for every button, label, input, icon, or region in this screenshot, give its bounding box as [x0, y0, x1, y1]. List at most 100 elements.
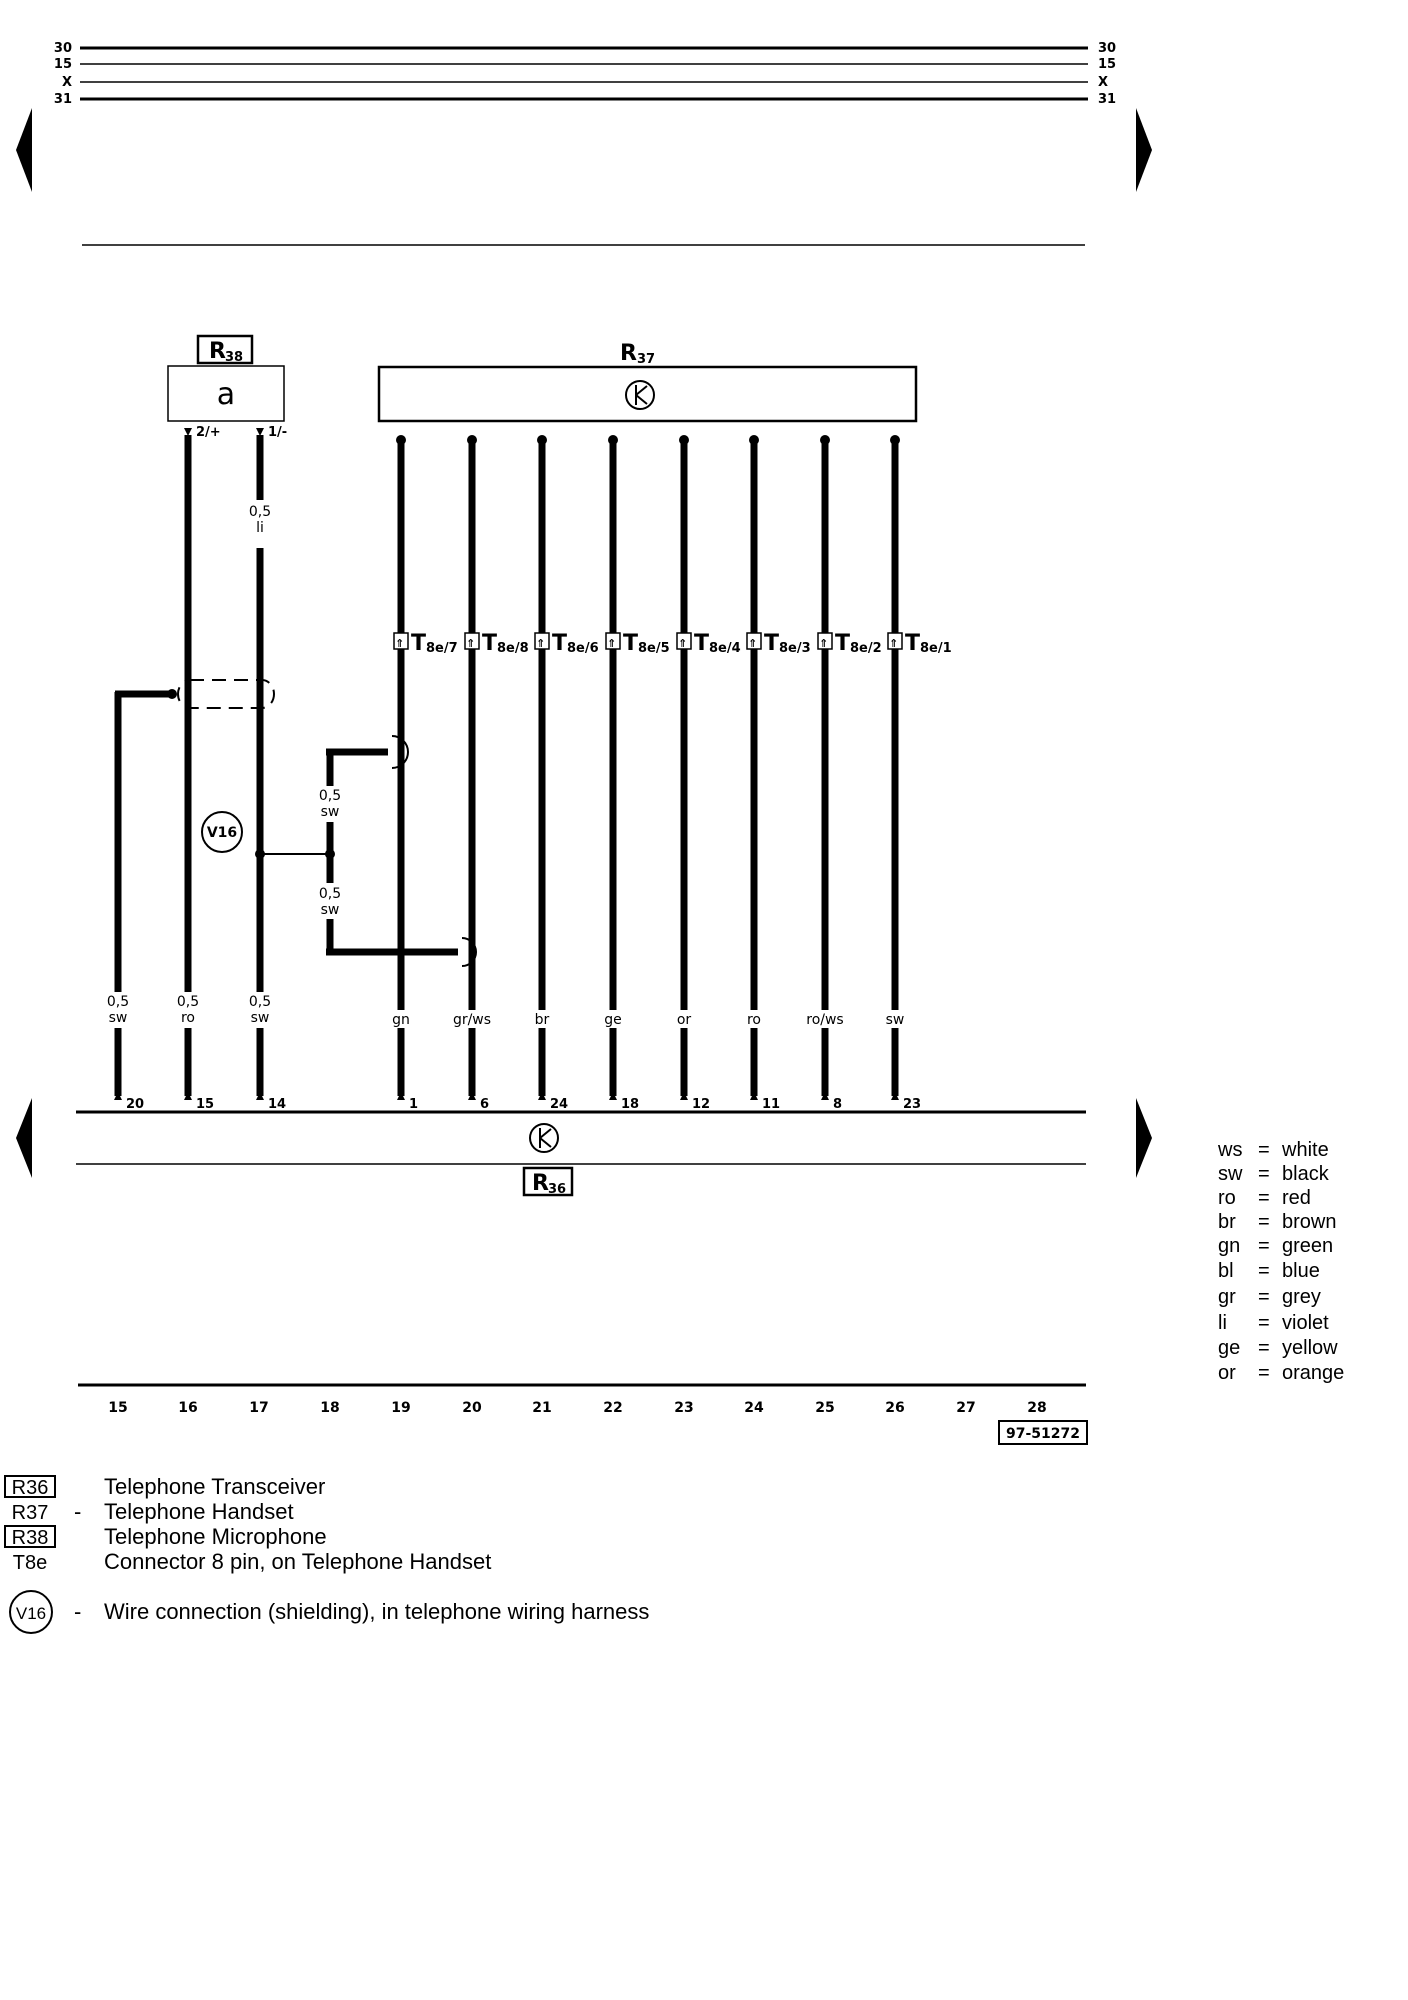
wire-color: sw — [251, 1010, 270, 1026]
legend-code: R36 — [12, 1477, 49, 1499]
color-name: white — [1281, 1139, 1329, 1161]
connector-t8e-2: ⇑ T 8e/2 — [817, 631, 882, 656]
legend-text: Wire connection (shielding), in telephon… — [104, 1599, 649, 1624]
r38-code: R — [209, 339, 226, 364]
track-numbers: 15 16 17 18 19 20 21 22 23 24 25 26 27 2… — [108, 1400, 1046, 1416]
wire-size: 0,5 — [319, 788, 341, 804]
color-eq: = — [1258, 1211, 1270, 1233]
connector-pin: 8e/2 — [850, 641, 882, 656]
legend-dash: - — [74, 1499, 81, 1524]
connector-pin-icon: ⇑ — [678, 637, 687, 650]
r38-pin-label: 2/+ — [196, 425, 221, 440]
v16-label: V16 — [207, 825, 237, 841]
r38-symbol: a — [217, 377, 235, 412]
legend-row: R37 - Telephone Handset — [12, 1499, 294, 1524]
shield-connection-icon — [461, 937, 477, 967]
shield-connection-icon — [391, 735, 409, 769]
pin-number: 6 — [480, 1097, 489, 1112]
connector-pin: 8e/8 — [497, 641, 529, 656]
r38-pin-label: 1/- — [268, 425, 287, 440]
drawing-number: 97-51272 — [1006, 1426, 1080, 1442]
connector-pin: 8e/4 — [709, 641, 741, 656]
color-name: black — [1282, 1163, 1330, 1185]
color-name: brown — [1282, 1211, 1336, 1233]
connector-pin-icon: ⇑ — [466, 637, 475, 650]
next-page-arrow-icon[interactable] — [1136, 108, 1152, 192]
wire-color: sw — [109, 1010, 128, 1026]
wire-color: sw — [321, 902, 340, 918]
connector-t8e-7: ⇑ T 8e/7 — [393, 631, 458, 656]
track-number: 20 — [462, 1400, 482, 1416]
rail-label-left: 31 — [54, 92, 72, 107]
legend-text: Telephone Transceiver — [104, 1474, 325, 1499]
wire-size: 0,5 — [319, 886, 341, 902]
wire-color: sw — [886, 1012, 905, 1028]
rail-label-left: 30 — [54, 41, 72, 56]
r38-microphone: R 38 a — [167, 334, 285, 422]
upper-wire-labels: 0,5 li 0,5 sw 0,5 sw — [248, 500, 344, 919]
track-number: 23 — [674, 1400, 693, 1416]
legend-text: Telephone Microphone — [104, 1524, 327, 1549]
r37-handset: R 37 — [377, 341, 918, 423]
wire-size: 0,5 — [177, 994, 199, 1010]
wire-color: br — [535, 1012, 550, 1028]
connector-t8e-8: ⇑ T 8e/8 — [464, 631, 529, 656]
shielding-sleeve — [177, 679, 275, 709]
connector-pin-icon: ⇑ — [607, 637, 616, 650]
connector-t: T — [623, 631, 638, 656]
legend-row: R38 Telephone Microphone — [4, 1524, 327, 1549]
legend-row: T8e Connector 8 pin, on Telephone Handse… — [13, 1549, 492, 1574]
v16-wire-connection: V16 — [201, 811, 243, 853]
color-name: violet — [1282, 1312, 1329, 1334]
connector-pin: 8e/7 — [426, 641, 458, 656]
color-eq: = — [1258, 1312, 1270, 1334]
color-abbr: gr — [1218, 1286, 1236, 1308]
color-abbr: ws — [1217, 1139, 1242, 1161]
wire-size: 0,5 — [107, 994, 129, 1010]
pin-number: 15 — [196, 1097, 214, 1112]
color-eq: = — [1258, 1260, 1270, 1282]
wire-color: ro — [747, 1012, 761, 1028]
track-number: 22 — [603, 1400, 622, 1416]
color-abbr: li — [1218, 1312, 1227, 1334]
r36-pin-numbers: 20 15 14 1 6 24 18 12 11 8 23 — [126, 1097, 921, 1112]
pin-number: 20 — [126, 1097, 144, 1112]
color-eq: = — [1258, 1337, 1270, 1359]
color-name: grey — [1282, 1286, 1321, 1308]
connector-t8e-5: ⇑ T 8e/5 — [605, 631, 670, 656]
next-page-arrow-icon[interactable] — [1136, 1098, 1152, 1178]
color-name: yellow — [1282, 1337, 1338, 1359]
color-name: red — [1282, 1187, 1311, 1209]
connector-pin: 8e/6 — [567, 641, 599, 656]
connector-t8e-6: ⇑ T 8e/6 — [534, 631, 599, 656]
track-number: 26 — [885, 1400, 904, 1416]
connector-pin-icon: ⇑ — [748, 637, 757, 650]
pin-number: 23 — [903, 1097, 921, 1112]
connector-t: T — [764, 631, 779, 656]
color-eq: = — [1258, 1362, 1270, 1384]
wire-color: li — [256, 520, 264, 536]
connector-t: T — [552, 631, 567, 656]
pin-number: 12 — [692, 1097, 710, 1112]
wire-color: ro — [181, 1010, 195, 1026]
connector-t: T — [694, 631, 709, 656]
r37-code: R — [620, 341, 637, 366]
bottom-wire-labels: 0,5 sw 0,5 ro 0,5 sw gn gr/ws br ge or r… — [100, 992, 909, 1028]
wire-color: ro/ws — [806, 1012, 843, 1028]
component-legend: R36 Telephone Transceiver R37 - Telephon… — [4, 1474, 649, 1634]
color-abbr: bl — [1218, 1260, 1234, 1282]
r36-code: R — [532, 1171, 549, 1196]
track-number: 17 — [249, 1400, 268, 1416]
legend-row: R36 Telephone Transceiver — [4, 1474, 325, 1499]
previous-page-arrow-icon[interactable] — [16, 1098, 32, 1178]
power-rails: 30 15 X 31 30 15 X 31 — [54, 41, 1116, 107]
junction-dots — [167, 435, 900, 859]
previous-page-arrow-icon[interactable] — [16, 108, 32, 192]
r38-sub: 38 — [225, 350, 243, 365]
pin-number: 18 — [621, 1097, 639, 1112]
electronic-component-icon — [529, 1123, 559, 1153]
color-key: ws = white sw = black ro = red br = brow… — [1217, 1139, 1344, 1384]
connector-pin-icon: ⇑ — [395, 637, 404, 650]
color-eq: = — [1258, 1235, 1270, 1257]
connector-pin-icon: ⇑ — [536, 637, 545, 650]
